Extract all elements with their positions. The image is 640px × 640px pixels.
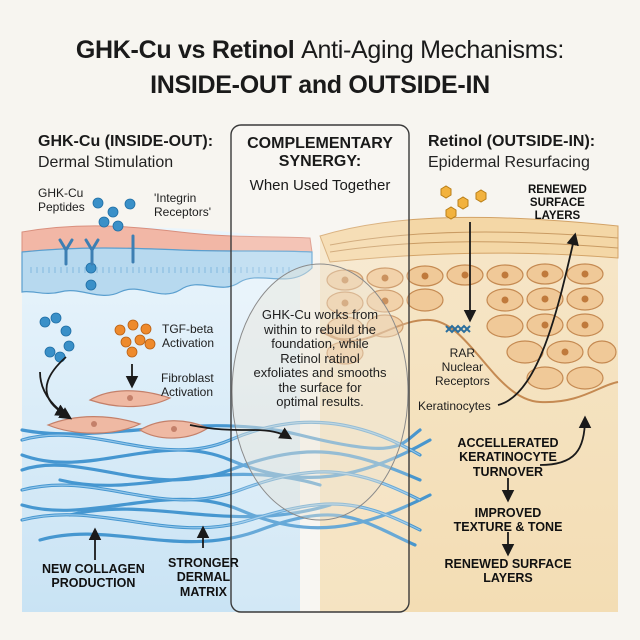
flow-arrows (39, 222, 592, 560)
peptides-label: GHK-Cu Peptides (38, 186, 85, 214)
stratum-corneum (319, 216, 619, 263)
rar-label: RAR Nuclear Receptors (435, 346, 490, 388)
molecule-clusters (39, 312, 75, 363)
matrix-label: STRONGER DERMAL MATRIX (168, 556, 239, 599)
title-line1: GHK-Cu vs Retinol Anti-Aging Mechanisms: (75, 36, 565, 64)
retinol-molecules (440, 185, 487, 220)
center-heading: COMPLEMENTARY SYNERGY: (247, 135, 393, 171)
tgf-cluster (114, 319, 156, 358)
ghk-cu-peptide-dots (85, 197, 136, 291)
step-renewed-surface: RENEWED SURFACE LAYERS (444, 557, 572, 586)
fibroblast-label: Fibroblast Activation (161, 371, 214, 399)
synergy-text: GHK-Cu works from within to rebuild the … (253, 307, 387, 410)
integrin-receptor-shapes (58, 234, 135, 266)
step-accelerated-turnover: ACCELLERATED KERATINOCYTE TURNOVER (457, 436, 559, 479)
keratinocytes-label: Keratinocytes (418, 399, 491, 413)
right-heading: Retinol (OUTSIDE-IN): (428, 133, 596, 150)
synergy-circle (231, 263, 409, 521)
dermal-papilla-curve (319, 318, 619, 404)
rar-receptor-shape (445, 324, 471, 334)
collagen-label: NEW COLLAGEN PRODUCTION (42, 562, 145, 591)
left-heading: GHK-Cu (INSIDE-OUT): (38, 133, 214, 150)
integrin-label: 'Integrin Receptors' (154, 191, 211, 219)
right-subheading: Epidermal Resurfacing (428, 154, 590, 171)
synergy-panel (230, 124, 410, 613)
center-subheading: When Used Together (249, 177, 391, 194)
title-line2: INSIDE-OUT and OUTSIDE-IN (150, 71, 490, 99)
step-improved-texture: IMPROVED TEXTURE & TONE (453, 506, 563, 535)
renewed-top-label: RENEWED SURFACE LAYERS (528, 184, 587, 223)
tgf-label: TGF-beta Activation (162, 322, 215, 350)
left-subheading: Dermal Stimulation (38, 154, 174, 171)
